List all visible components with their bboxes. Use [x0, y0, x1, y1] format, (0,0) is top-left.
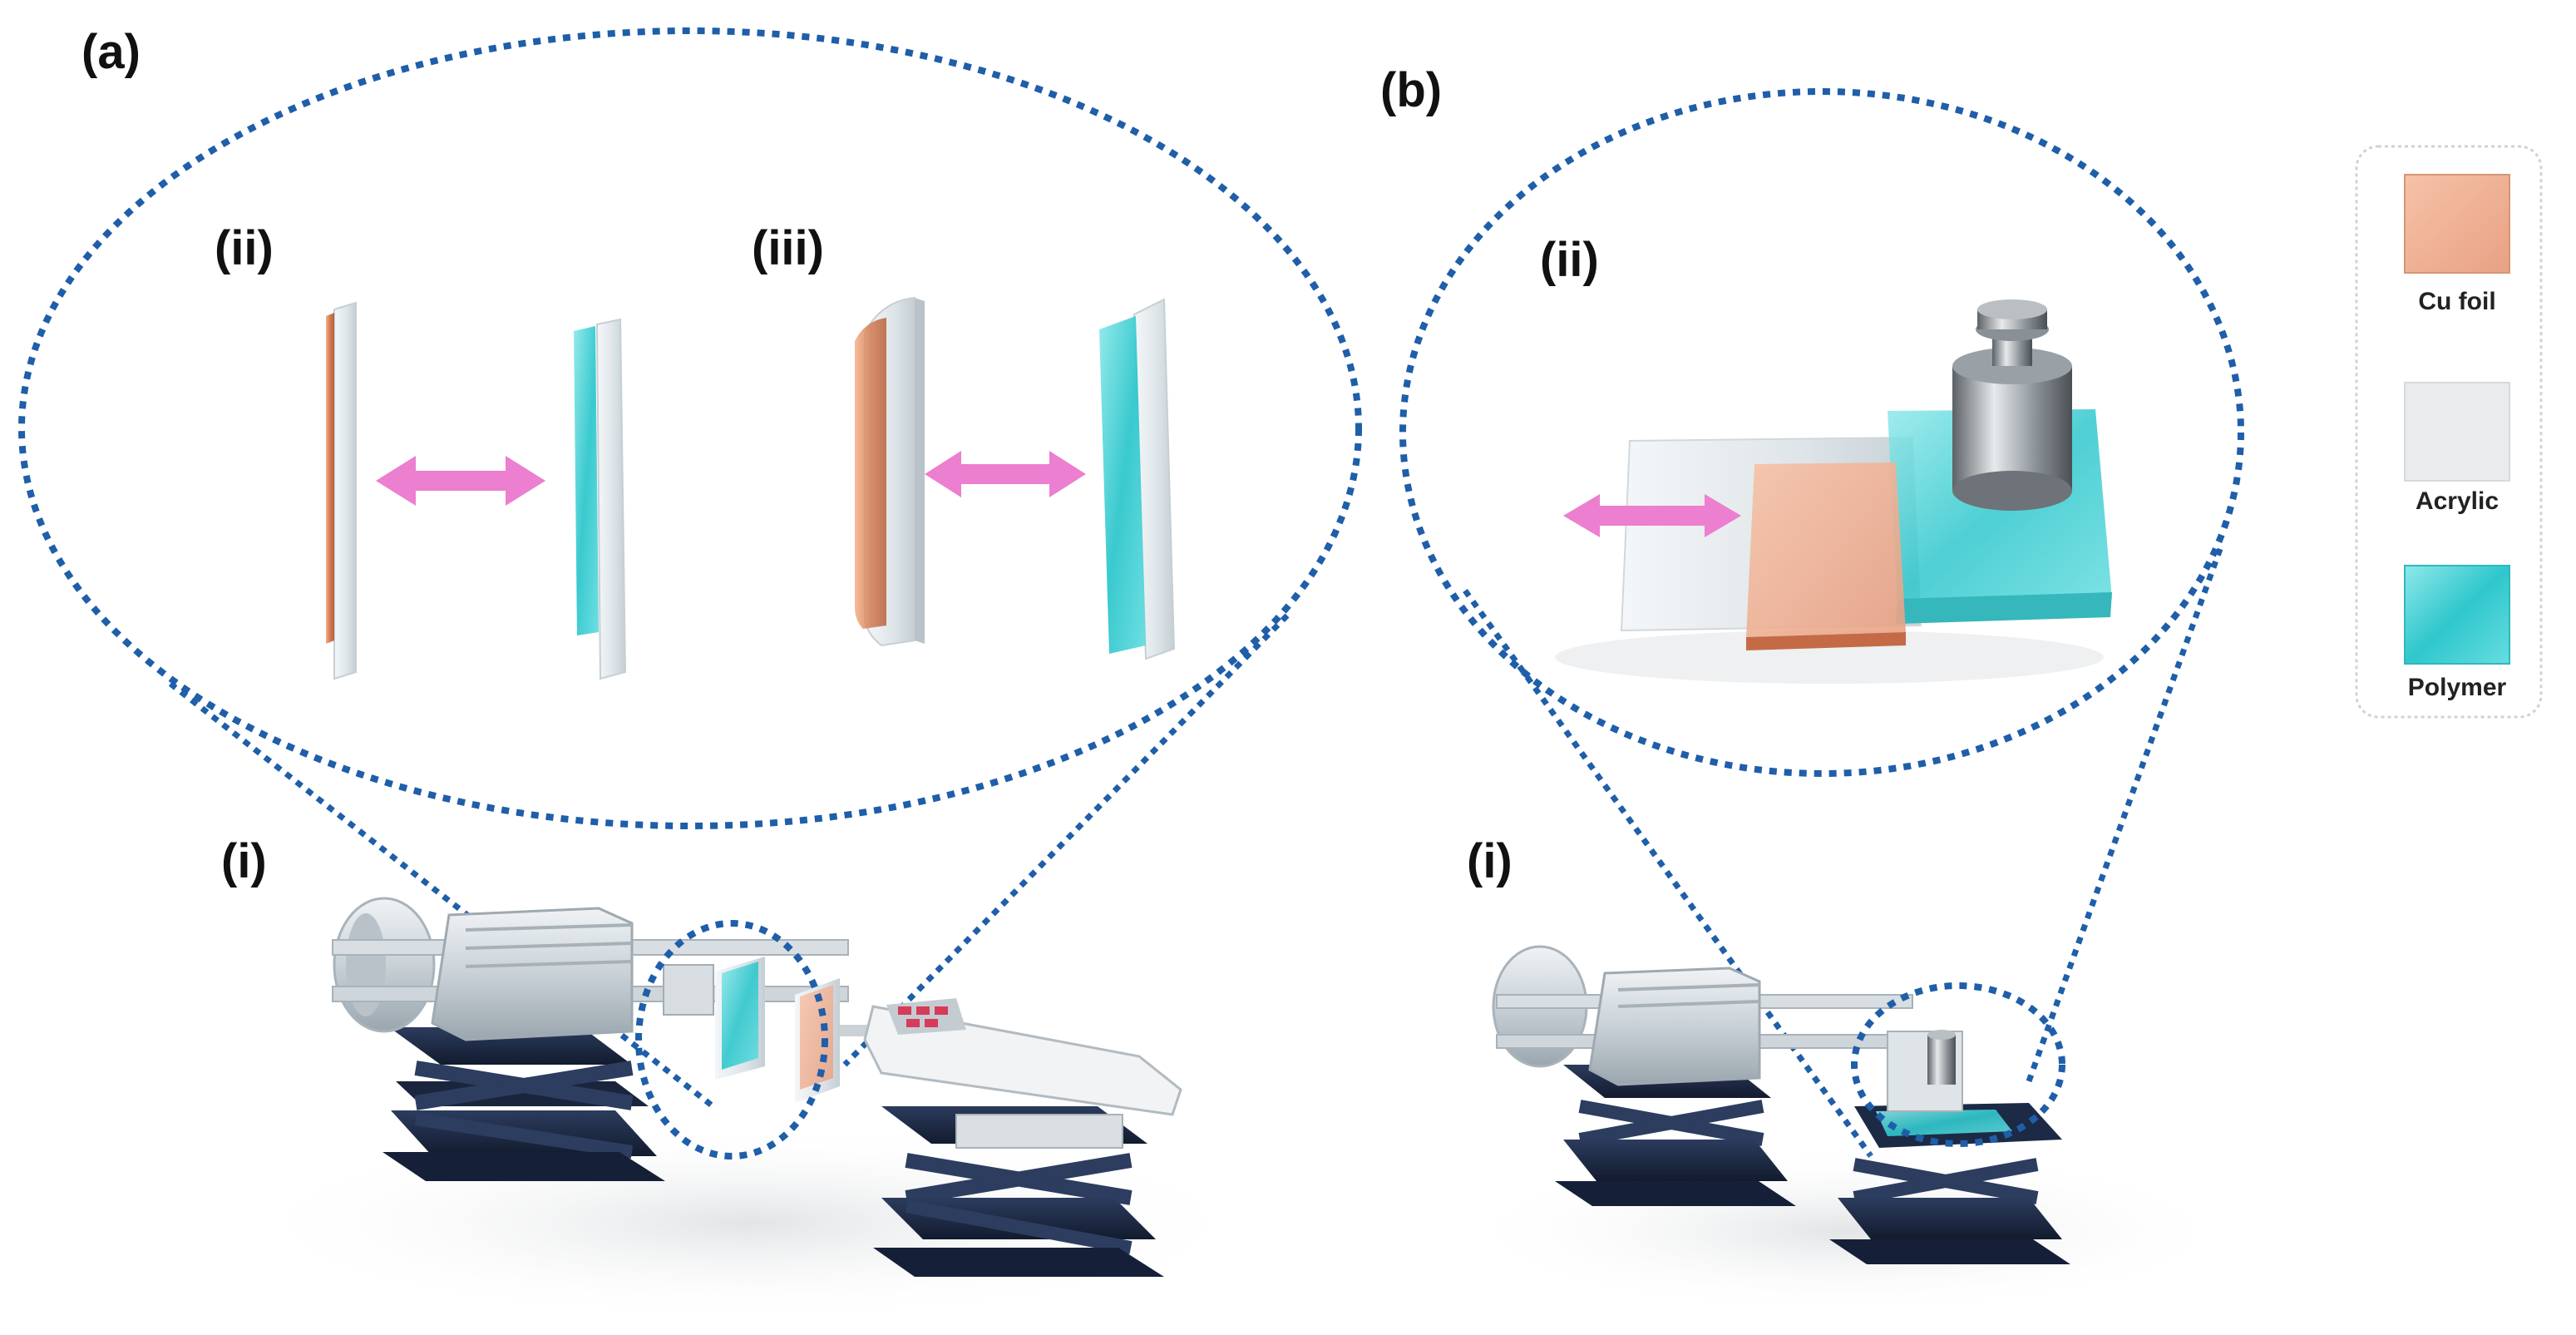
b-right-lab-jack	[1829, 1158, 2070, 1264]
legend-label-cu-foil: Cu foil	[2418, 288, 2495, 315]
panel-a-label: (a)	[81, 25, 141, 79]
legend-swatch-acrylic	[2404, 382, 2510, 482]
a-end-plate	[333, 897, 436, 1033]
panel-b-i-label: (i)	[1467, 834, 1513, 888]
b-left-lab-jack	[1555, 1065, 1796, 1206]
material-legend: Cu foil Acrylic Polymer	[2355, 145, 2543, 719]
a-right-lab-jack	[873, 1106, 1164, 1277]
a-connector-right	[842, 613, 1290, 1067]
b-motor-housing	[1588, 967, 1761, 1086]
a-zoom-circle	[635, 920, 828, 1159]
panel-b-zoom-ellipse	[1399, 88, 2244, 777]
a-iii-double-arrow	[925, 451, 1086, 497]
panel-a: (a) (ii) (iii)	[18, 25, 1362, 1323]
panel-b: (b) (ii)	[1380, 63, 2244, 1314]
b-connector-right	[2026, 547, 2223, 1083]
a-ii-polymer-acrylic-plate	[574, 318, 627, 680]
panel-a-ii-label: (ii)	[215, 221, 274, 275]
b-ii-double-arrow	[1563, 494, 1741, 537]
panel-a-zoom-ellipse	[18, 27, 1362, 829]
b-ii-copper-foil	[1746, 462, 1906, 650]
panel-b-ii-label: (ii)	[1540, 233, 1599, 287]
panel-a-i-label: (i)	[221, 834, 267, 888]
panel-b-label: (b)	[1380, 63, 1442, 117]
a-left-lab-jack	[382, 1027, 665, 1181]
b-ii-weight	[1952, 299, 2072, 511]
legend-swatch-cu-foil	[2404, 174, 2510, 274]
a-i-test-apparatus	[233, 897, 1264, 1323]
a-iii-polymer-acrylic-block	[1099, 298, 1176, 660]
b-i-test-apparatus	[1455, 945, 2237, 1314]
legend-swatch-polymer	[2404, 565, 2510, 665]
a-force-gauge	[863, 998, 1182, 1116]
a-ii-copper-acrylic-plate	[326, 301, 357, 680]
b-ii-sliding-sample	[1555, 299, 2112, 684]
a-motor-housing	[431, 907, 634, 1041]
b-zoom-circle	[1851, 982, 2065, 1147]
a-polymer-sample-holder	[663, 957, 765, 1080]
a-ii-double-arrow	[376, 456, 545, 506]
b-connector-left	[1463, 588, 1873, 1159]
panel-a-iii-label: (iii)	[752, 221, 824, 275]
legend-label-polymer: Polymer	[2408, 674, 2507, 701]
a-iii-copper-acrylic-block	[855, 296, 925, 647]
a-connector-left	[168, 681, 718, 1110]
legend-label-acrylic: Acrylic	[2416, 487, 2499, 515]
